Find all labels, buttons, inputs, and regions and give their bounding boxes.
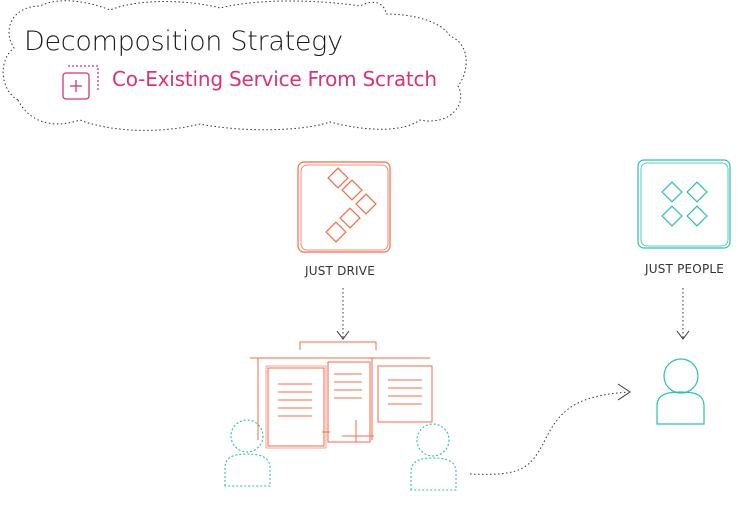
drive-service-label: JUST DRIVE [305, 264, 375, 278]
drive-connector-arrow [336, 288, 350, 340]
people-service-icon [637, 159, 731, 249]
new-service-icon [62, 65, 99, 100]
people-service-label: JUST PEOPLE [645, 262, 725, 276]
page-subtitle: Co-Existing Service From Scratch [112, 67, 437, 91]
drive-team-documents [250, 341, 433, 449]
people-connector-arrow [676, 288, 690, 340]
page-title: Decomposition Strategy [24, 26, 343, 57]
people-team-user [656, 358, 705, 425]
header-cloud [2, 0, 467, 131]
migration-arrow [469, 383, 631, 475]
drive-team-user-right [410, 423, 457, 491]
drive-team-user-left [224, 419, 271, 487]
drive-service-icon [297, 161, 391, 253]
